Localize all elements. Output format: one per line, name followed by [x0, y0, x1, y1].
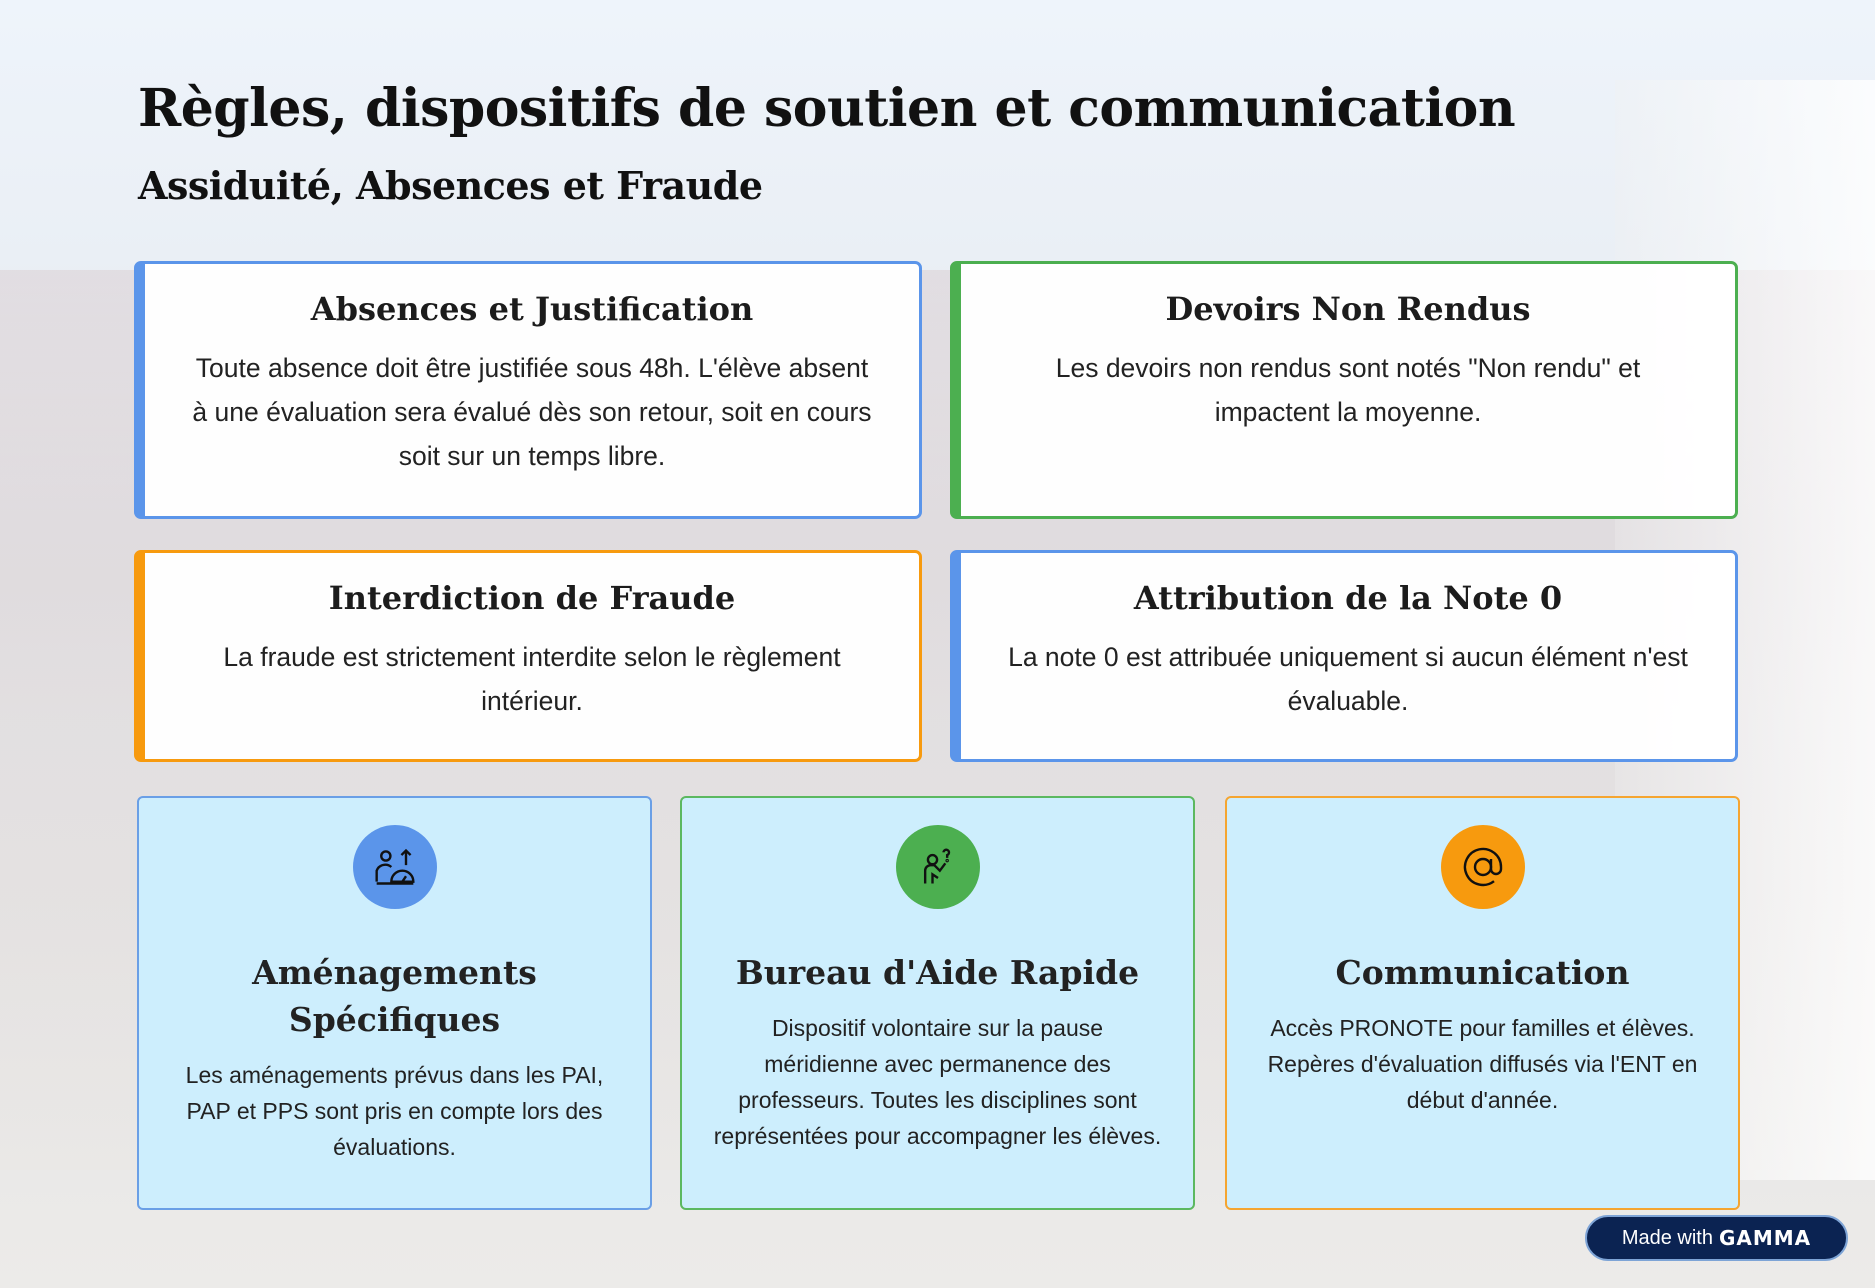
rule-card-note-zero: Attribution de la Note 0 La note 0 est a… — [950, 550, 1738, 762]
at-sign-icon — [1440, 825, 1525, 909]
badge-prefix: Made with — [1621, 1226, 1713, 1249]
card-text: Accès PRONOTE pour familles et élèves. R… — [1267, 1015, 1698, 1113]
card-title: Absences et Justification — [310, 290, 754, 328]
support-card-bureau-aide: Bureau d'Aide Rapide Dispositif volontai… — [680, 796, 1195, 1210]
card-title: Attribution de la Note 0 — [1133, 579, 1563, 617]
card-text: La note 0 est attribuée uniquement si au… — [1008, 642, 1688, 716]
rule-card-devoirs: Devoirs Non Rendus Les devoirs non rendu… — [950, 261, 1738, 519]
card-text: Les devoirs non rendus sont notés "Non r… — [1055, 353, 1641, 427]
rule-card-absences: Absences et Justification Toute absence … — [134, 261, 922, 519]
card-text: Dispositif volontaire sur la pause mérid… — [713, 1015, 1162, 1149]
card-text: Toute absence doit être justifiée sous 4… — [192, 353, 872, 471]
card-title: Aménagements Spécifiques — [252, 953, 537, 1039]
card-title: Bureau d'Aide Rapide — [735, 953, 1140, 992]
card-text: Les aménagements prévus dans les PAI, PA… — [185, 1062, 604, 1160]
card-title: Communication — [1335, 953, 1630, 992]
support-card-communication: Communication Accès PRONOTE pour famille… — [1225, 796, 1740, 1210]
person-question-icon — [895, 825, 980, 909]
card-text: La fraude est strictement interdite selo… — [223, 642, 841, 716]
card-title: Interdiction de Fraude — [328, 579, 736, 617]
card-title: Devoirs Non Rendus — [1165, 290, 1531, 328]
support-card-amenagements: Aménagements Spécifiques Les aménagement… — [137, 796, 652, 1210]
gamma-logo: GAMMA — [1718, 1226, 1812, 1250]
user-performance-icon — [352, 825, 437, 909]
page-subtitle: Assiduité, Absences et Fraude — [138, 163, 763, 208]
rule-card-fraude: Interdiction de Fraude La fraude est str… — [134, 550, 922, 762]
page-title: Règles, dispositifs de soutien et commun… — [138, 78, 1516, 139]
made-with-gamma-badge[interactable]: Made with GAMMA — [1585, 1215, 1848, 1261]
